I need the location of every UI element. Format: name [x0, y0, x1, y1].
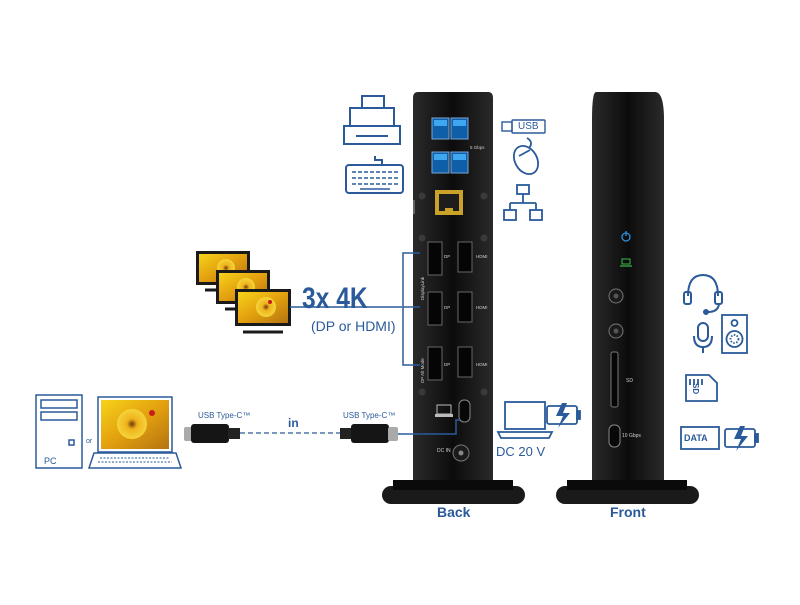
port-hdmi-2-label: HDMI: [476, 305, 488, 310]
headset-icon: [683, 273, 723, 315]
sd-card-label: SD: [691, 383, 700, 395]
front-device: [556, 92, 699, 504]
monitor-icon: [196, 251, 291, 334]
resolution-subtitle: (DP or HDMI): [311, 318, 396, 334]
microphone-icon: [693, 322, 713, 353]
front-label: Front: [610, 504, 646, 520]
speaker-icon: [721, 314, 748, 354]
usb-c-cable-icon: [184, 419, 460, 443]
laptop-icon: [87, 396, 183, 469]
displaylink-label: DisplayLink: [420, 276, 425, 300]
usb-c-port-back: [458, 399, 471, 423]
printer-icon: [343, 95, 401, 145]
resolution-title: 3x 4K: [302, 282, 368, 315]
battery-charging-icon-2: [724, 426, 759, 451]
dp-alt-mode-label: DP Alt Mode: [420, 358, 425, 383]
port-dp-2-label: DP: [444, 305, 451, 310]
keyboard-icon: [345, 156, 404, 194]
battery-charging-icon: [546, 403, 581, 428]
usb-c-port-front: [608, 424, 621, 448]
usb-type-c-right-label: USB Type-C™: [343, 411, 396, 420]
usb-icon: [501, 119, 546, 134]
sd-card-icon: [685, 374, 718, 402]
data-icon: [680, 426, 720, 450]
laptop-led-icon: [620, 258, 632, 267]
port-dp-1-label: DP: [444, 254, 451, 259]
laptop-outline-icon: [496, 401, 554, 439]
video-ports: [427, 241, 473, 381]
front-10gbps-label: 10 Gbps: [622, 433, 641, 439]
usb-a-ports: [431, 117, 469, 174]
dc-in-label: DC IN: [437, 448, 451, 454]
usb-label: USB: [518, 121, 539, 132]
power-led-icon: [621, 231, 631, 242]
display-connector-line: [290, 252, 420, 366]
in-label: in: [288, 416, 299, 430]
front-sd-label: SD: [626, 378, 633, 384]
laptop-port-icon: [435, 404, 453, 417]
pc-label: PC: [44, 456, 57, 466]
port-hdmi-3-label: HDMI: [476, 362, 488, 367]
port-dp-3-label: DP: [444, 362, 451, 367]
pc-tower-icon: [35, 394, 83, 469]
dc-voltage-label: DC 20 V: [496, 444, 546, 459]
usb-type-c-left-label: USB Type-C™: [198, 411, 251, 420]
ethernet-port: [435, 190, 463, 215]
data-label: DATA: [684, 433, 708, 443]
sd-slot: [610, 351, 619, 408]
port-hdmi-1-label: HDMI: [476, 254, 488, 259]
network-icon: [503, 184, 543, 221]
back-device: [382, 92, 525, 504]
mouse-icon: [512, 137, 540, 176]
or-label: or: [86, 438, 93, 445]
port-5gbps-label: 5 Gbps: [470, 145, 485, 150]
back-label: Back: [437, 504, 471, 520]
